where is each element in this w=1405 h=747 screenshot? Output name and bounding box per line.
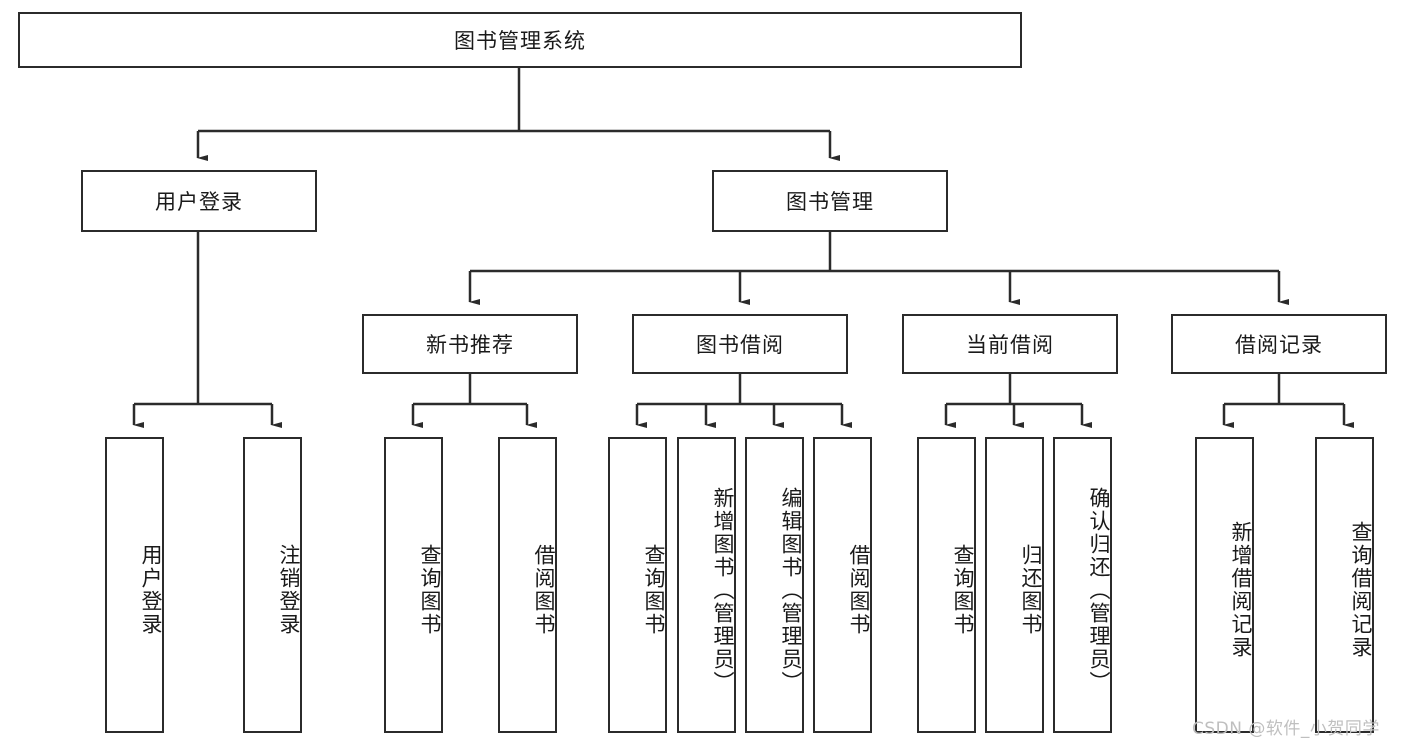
leaf-user-login-signout[interactable]: 注销登录 — [243, 437, 302, 733]
csdn-watermark: CSDN @软件_小贺同学 — [1192, 719, 1380, 739]
node-user-login[interactable]: 用户登录 — [81, 170, 317, 232]
leaf-record-query-borrow-record[interactable]: 查询借阅记录 — [1315, 437, 1374, 733]
leaf-recommend-borrow-book[interactable]: 借阅图书 — [498, 437, 557, 733]
node-book-management[interactable]: 图书管理 — [712, 170, 948, 232]
leaf-user-login-signin[interactable]: 用户登录 — [105, 437, 164, 733]
node-borrow-record[interactable]: 借阅记录 — [1171, 314, 1387, 374]
leaf-borrow-edit-book-admin[interactable]: 编辑图书（管理员） — [745, 437, 804, 733]
leaf-borrow-add-book-admin[interactable]: 新增图书（管理员） — [677, 437, 736, 733]
leaf-borrow-borrow-book[interactable]: 借阅图书 — [813, 437, 872, 733]
node-book-borrow[interactable]: 图书借阅 — [632, 314, 848, 374]
leaf-current-return-book[interactable]: 归还图书 — [985, 437, 1044, 733]
node-current-borrow[interactable]: 当前借阅 — [902, 314, 1118, 374]
leaf-current-confirm-return-admin[interactable]: 确认归还（管理员） — [1053, 437, 1112, 733]
leaf-recommend-query-book[interactable]: 查询图书 — [384, 437, 443, 733]
node-new-book-recommend[interactable]: 新书推荐 — [362, 314, 578, 374]
leaf-borrow-query-book[interactable]: 查询图书 — [608, 437, 667, 733]
leaf-record-add-borrow-record[interactable]: 新增借阅记录 — [1195, 437, 1254, 733]
leaf-current-query-book[interactable]: 查询图书 — [917, 437, 976, 733]
node-root-system[interactable]: 图书管理系统 — [18, 12, 1022, 68]
